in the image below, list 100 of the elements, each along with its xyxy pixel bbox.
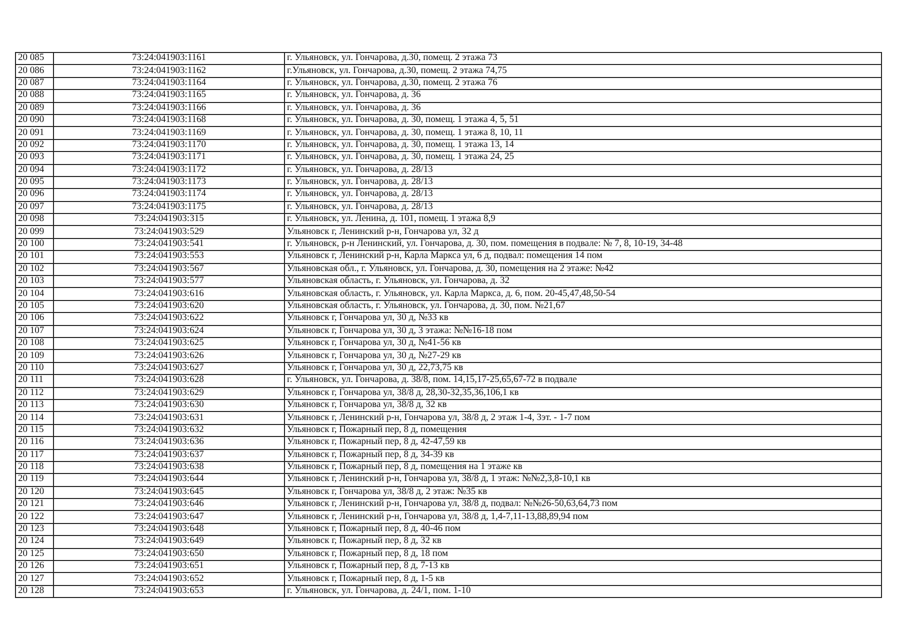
row-number: 20 116 bbox=[16, 436, 54, 449]
address-text: Ульяновск г, Ленинский р-н, Гончарова ул, 38/8 д, 1,4-7,11-13,88,89,94 пом bbox=[284, 510, 882, 524]
cadastral-number: 73:24:041903:541 bbox=[54, 238, 284, 251]
cadastral-number: 73:24:041903:630 bbox=[54, 399, 284, 412]
address-text: Ульяновск г, Пожарный пер, 8 д, помещения bbox=[284, 424, 882, 437]
cadastral-number: 73:24:041903:1165 bbox=[54, 90, 284, 102]
address-text: Ульяновск г, Пожарный пер, 8 д, 32 кв bbox=[284, 536, 882, 548]
cadastral-number: 73:24:041903:1164 bbox=[54, 77, 284, 90]
cadastral-number: 73:24:041903:1170 bbox=[54, 139, 284, 152]
address-text: Ульяновская область, г. Ульяновск, ул. Карла Маркса, д. 6, пом. 20-45,47,48,50-54 bbox=[284, 288, 882, 300]
address-text: г. Ульяновск, ул. Ленина, д. 101, помещ. 1 этажа 8,9 bbox=[284, 214, 882, 226]
cadastral-number: 73:24:041903:1171 bbox=[54, 152, 284, 164]
row-number: 20 087 bbox=[16, 77, 54, 90]
cadastral-number: 73:24:041903:647 bbox=[54, 510, 284, 524]
cadastral-number: 73:24:041903:1166 bbox=[54, 102, 284, 114]
cadastral-number: 73:24:041903:646 bbox=[54, 498, 284, 511]
cadastral-number: 73:24:041903:651 bbox=[54, 560, 284, 573]
row-number: 20 120 bbox=[16, 486, 54, 499]
row-number: 20 127 bbox=[16, 572, 54, 586]
address-text: Ульяновск г, Ленинский р-н, Гончарова ул, 38/8 д, 2 этаж 1-4, 3эт. - 1-7 пом bbox=[284, 412, 882, 424]
cadastral-number: 73:24:041903:1175 bbox=[54, 201, 284, 214]
address-text: Ульяновск г, Ленинский р-н, Гончарова ул, 32 д bbox=[284, 226, 882, 238]
row-number: 20 093 bbox=[16, 152, 54, 164]
address-text: г. Ульяновск, ул. Гончарова, д. 28/13 bbox=[284, 201, 882, 214]
cadastral-number: 73:24:041903:1161 bbox=[54, 52, 284, 65]
cadastral-number: 73:24:041903:629 bbox=[54, 387, 284, 400]
address-text: г. Ульяновск, ул. Гончарова, д. 30, помещ. 1 этажа 8, 10, 11 bbox=[284, 126, 882, 140]
row-number: 20 107 bbox=[16, 325, 54, 338]
address-text: Ульяновск г, Ленинский р-н, Гончарова ул, 38/8 д, подвал: №№26-50,63,64,73 пом bbox=[284, 498, 882, 511]
row-number: 20 110 bbox=[16, 362, 54, 375]
row-number: 20 123 bbox=[16, 523, 54, 536]
row-number: 20 112 bbox=[16, 387, 54, 400]
row-number: 20 103 bbox=[16, 276, 54, 288]
address-text: г. Ульяновск, ул. Гончарова, д. 28/13 bbox=[284, 164, 882, 176]
cadastral-number: 73:24:041903:577 bbox=[54, 276, 284, 288]
address-text: г. Ульяновск, ул. Гончарова, д. 24/1, пом. 1-10 bbox=[284, 585, 882, 598]
cadastral-number: 73:24:041903:650 bbox=[54, 548, 284, 561]
cadastral-number: 73:24:041903:1168 bbox=[54, 114, 284, 127]
cadastral-number: 73:24:041903:649 bbox=[54, 536, 284, 548]
cadastral-number: 73:24:041903:627 bbox=[54, 362, 284, 375]
address-text: Ульяновск г, Пожарный пер, 8 д, 1-5 кв bbox=[284, 572, 882, 586]
row-number: 20 111 bbox=[16, 374, 54, 388]
row-number: 20 090 bbox=[16, 114, 54, 127]
address-text: Ульяновск г, Пожарный пер, 8 д, 34-39 кв bbox=[284, 449, 882, 462]
cadastral-number: 73:24:041903:632 bbox=[54, 424, 284, 437]
row-number: 20 089 bbox=[16, 102, 54, 114]
address-text: Ульяновск г, Гончарова ул, 38/8 д, 32 кв bbox=[284, 399, 882, 412]
address-text: г. Ульяновск, ул. Гончарова, д. 30, помещ. 1 этажа 13, 14 bbox=[284, 139, 882, 152]
cadastral-number: 73:24:041903:1169 bbox=[54, 126, 284, 140]
row-number: 20 104 bbox=[16, 288, 54, 300]
address-text: г.Ульяновск, ул. Гончарова, д.30, помещ. 2 этажа 74,75 bbox=[284, 64, 882, 78]
address-text: Ульяновск г, Гончарова ул, 38/8 д, 28,30-32,35,36,106,1 кв bbox=[284, 387, 882, 400]
address-text: г. Ульяновск, ул. Гончарова, д.30, помещ. 2 этажа 76 bbox=[284, 77, 882, 90]
cadastral-number: 73:24:041903:652 bbox=[54, 572, 284, 586]
address-text: г. Ульяновск, ул. Гончарова, д. 28/13 bbox=[284, 188, 882, 202]
address-text: Ульяновск г, Пожарный пер, 8 д, 18 пом bbox=[284, 548, 882, 561]
address-text: Ульяновск г, Гончарова ул, 30 д, №27-29 кв bbox=[284, 350, 882, 362]
address-text: Ульяновск г, Пожарный пер, 8 д, 42-47,59 кв bbox=[284, 436, 882, 449]
row-number: 20 091 bbox=[16, 126, 54, 140]
row-number: 20 114 bbox=[16, 412, 54, 424]
address-text: Ульяновская область, г. Ульяновск, ул. Гончарова, д. 30, пом. №21,67 bbox=[284, 300, 882, 313]
row-number: 20 097 bbox=[16, 201, 54, 214]
row-number: 20 098 bbox=[16, 214, 54, 226]
row-number: 20 117 bbox=[16, 449, 54, 462]
row-number: 20 088 bbox=[16, 90, 54, 102]
row-number: 20 115 bbox=[16, 424, 54, 437]
row-number: 20 099 bbox=[16, 226, 54, 238]
cadastral-number: 73:24:041903:638 bbox=[54, 461, 284, 474]
row-number: 20 086 bbox=[16, 64, 54, 78]
cadastral-number: 73:24:041903:315 bbox=[54, 214, 284, 226]
row-number: 20 124 bbox=[16, 536, 54, 548]
address-text: Ульяновск г, Пожарный пер, 8 д, 40-46 пом bbox=[284, 523, 882, 536]
row-number: 20 119 bbox=[16, 474, 54, 486]
cadastral-number: 73:24:041903:1174 bbox=[54, 188, 284, 202]
cadastral-number: 73:24:041903:567 bbox=[54, 263, 284, 276]
address-text: Ульяновск г, Ленинский р-н, Карла Маркса ул, 6 д, подвал: помещения 14 пом bbox=[284, 250, 882, 264]
cadastral-number: 73:24:041903:616 bbox=[54, 288, 284, 300]
row-number: 20 095 bbox=[16, 176, 54, 189]
address-text: Ульяновск г, Гончарова ул, 38/8 д, 2 этаж: №35 кв bbox=[284, 486, 882, 499]
cadastral-number: 73:24:041903:624 bbox=[54, 325, 284, 338]
row-number: 20 122 bbox=[16, 510, 54, 524]
cadastral-number: 73:24:041903:622 bbox=[54, 312, 284, 326]
row-number: 20 113 bbox=[16, 399, 54, 412]
row-number: 20 100 bbox=[16, 238, 54, 251]
row-number: 20 085 bbox=[16, 52, 54, 65]
cadastral-number: 73:24:041903:637 bbox=[54, 449, 284, 462]
cadastral-number: 73:24:041903:636 bbox=[54, 436, 284, 449]
address-text: г. Ульяновск, р-н Ленинский, ул. Гончарова, д. 30, пом. помещения в подвале: № 7, 8, 10-19, 34-48 bbox=[284, 238, 882, 251]
row-number: 20 126 bbox=[16, 560, 54, 573]
cadastral-number: 73:24:041903:644 bbox=[54, 474, 284, 486]
row-number: 20 092 bbox=[16, 139, 54, 152]
cadastral-number: 73:24:041903:620 bbox=[54, 300, 284, 313]
cadastral-number: 73:24:041903:529 bbox=[54, 226, 284, 238]
row-number: 20 118 bbox=[16, 461, 54, 474]
address-text: Ульяновск г, Пожарный пер, 8 д, помещения на 1 этаже кв bbox=[284, 461, 882, 474]
cadastral-number: 73:24:041903:648 bbox=[54, 523, 284, 536]
cadastral-number: 73:24:041903:626 bbox=[54, 350, 284, 362]
address-text: г. Ульяновск, ул. Гончарова, д.30, помещ. 2 этажа 73 bbox=[284, 52, 882, 65]
address-text: Ульяновск г, Ленинский р-н, Гончарова ул, 38/8 д, 1 этаж: №№2,3,8-10,1 кв bbox=[284, 474, 882, 486]
address-text: г. Ульяновск, ул. Гончарова, д. 30, помещ. 1 этажа 4, 5, 51 bbox=[284, 114, 882, 127]
